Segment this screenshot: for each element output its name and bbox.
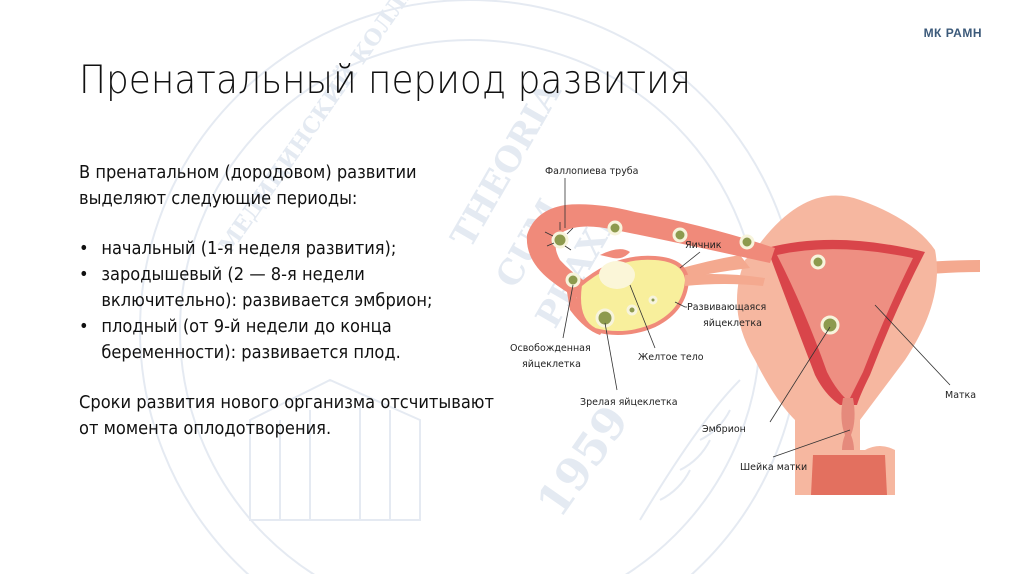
outro-paragraph: Сроки развития нового организма отсчитыв… [79, 393, 494, 439]
slide-body: В пренатальном (дородовом) развитии выде… [79, 160, 498, 442]
uterine-cavity [777, 249, 913, 398]
label-uterus: Матка [945, 390, 976, 401]
reproductive-system-illustration: Фаллопиева труба Яичник Развивающаяся яй… [510, 166, 980, 496]
label-ovary: Яичник [685, 240, 722, 251]
bullet-icon: • [79, 265, 89, 285]
list-item-text: плодный (от 9-й недели до конца беременн… [101, 317, 401, 363]
period-list: • начальный (1-я неделя развития); • зарод… [79, 236, 498, 366]
label-mature-egg: Зрелая яйцеклетка [580, 397, 678, 408]
bullet-icon: • [79, 317, 89, 337]
corpus-luteum [599, 261, 635, 289]
egg-cells [551, 220, 840, 335]
bullet-icon: • [79, 239, 89, 259]
slide-title: Пренатальный период развития [79, 58, 691, 103]
label-developing-egg: Развивающаяся [687, 302, 766, 313]
label-embryo: Эмбрион [702, 424, 746, 435]
label-released-egg: Освобожденная [510, 343, 591, 354]
list-item: • зародышевый (2 — 8-я недели включительн… [79, 262, 498, 314]
list-item: • начальный (1-я неделя развития); [79, 236, 498, 262]
list-item-text: зародышевый (2 — 8-я недели включительно… [101, 265, 433, 311]
label-developing-egg-2: яйцеклетка [703, 318, 762, 329]
label-corpus-luteum: Желтое тело [638, 352, 704, 363]
label-fallopian-tube: Фаллопиева труба [545, 166, 639, 177]
fallopian-tube [526, 204, 775, 310]
list-item-text: начальный (1-я неделя развития); [101, 239, 397, 259]
list-item: • плодный (от 9-й недели до конца беремен… [79, 314, 498, 366]
intro-paragraph: В пренатальном (дородовом) развитии выде… [79, 163, 417, 209]
brand-label: МК РАМН [923, 26, 982, 40]
label-cervix: Шейка матки [740, 462, 807, 473]
label-released-egg-2: яйцеклетка [522, 359, 581, 370]
